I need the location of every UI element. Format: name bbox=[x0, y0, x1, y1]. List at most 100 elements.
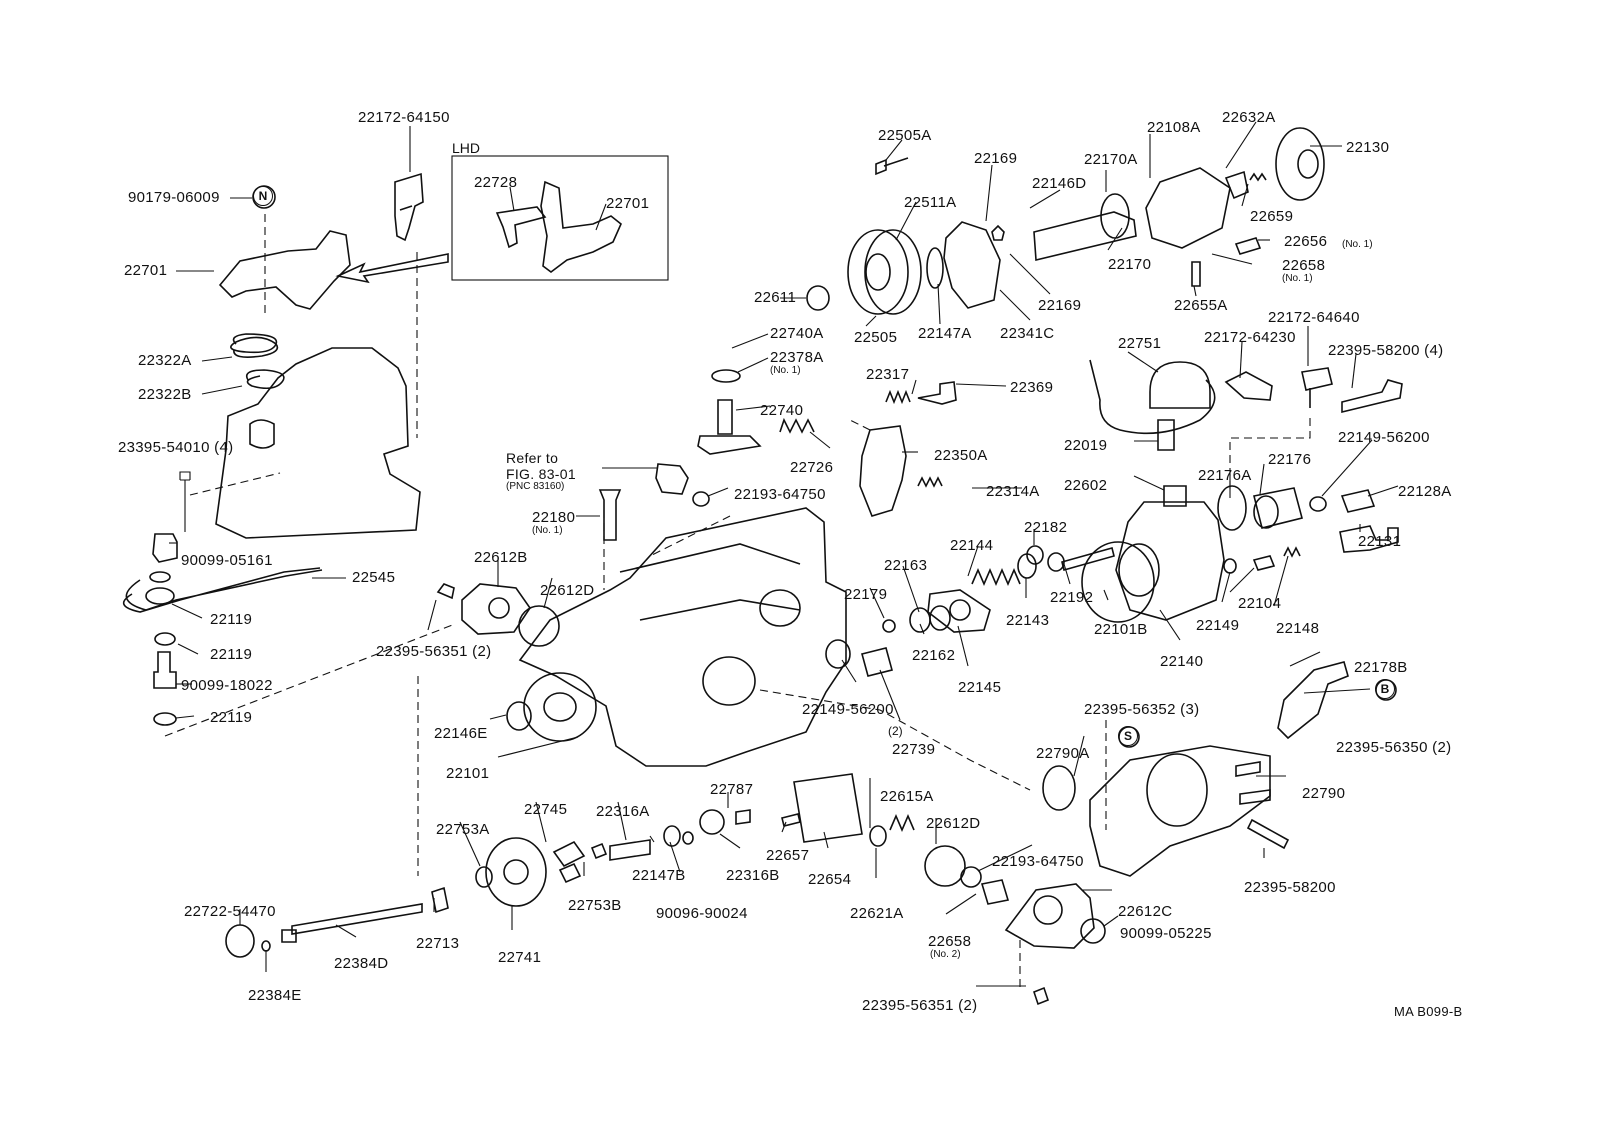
spring-22615A bbox=[889, 813, 915, 833]
washer-22182 bbox=[1026, 545, 1044, 565]
oring-22176A bbox=[1217, 485, 1247, 531]
valve-22180 bbox=[598, 489, 622, 541]
gear-22741 bbox=[485, 837, 547, 907]
part-label-22395-58200-b: 22395-58200 bbox=[1244, 879, 1336, 896]
head-22140 bbox=[1115, 501, 1225, 621]
pin-22656 bbox=[1234, 237, 1262, 255]
spring-22314A bbox=[917, 476, 943, 488]
nut-22611 bbox=[806, 285, 830, 311]
bolt-22104 bbox=[1252, 555, 1276, 571]
lever-22701 bbox=[218, 230, 351, 310]
part-label-22740A: 22740A bbox=[770, 325, 824, 342]
part-sublabel-22180: (No. 1) bbox=[532, 525, 563, 536]
bolt-22505A bbox=[875, 157, 909, 176]
screw-22739 bbox=[861, 647, 893, 677]
sleeve-22654 bbox=[793, 773, 863, 843]
part-label-22146D: 22146D bbox=[1032, 175, 1087, 192]
part-sublabel-22656: (No. 1) bbox=[1342, 239, 1373, 250]
part-label-22658: 22658 bbox=[1282, 257, 1326, 274]
part-label-22384D: 22384D bbox=[334, 955, 389, 972]
part-label-90099-05161: 90099-05161 bbox=[181, 552, 273, 569]
spring-22659 bbox=[1249, 172, 1267, 182]
part-label-22182: 22182 bbox=[1024, 519, 1068, 536]
bolt-22395-58200 bbox=[1341, 379, 1403, 414]
part-label-22144: 22144 bbox=[950, 537, 994, 554]
part-label-22176A: 22176A bbox=[1198, 467, 1252, 484]
nut-90099-05225 bbox=[1080, 918, 1106, 944]
part-label-22169-b: 22169 bbox=[1038, 297, 1082, 314]
part-sublabel-22658: (No. 1) bbox=[1282, 273, 1313, 284]
part-label-22659: 22659 bbox=[1250, 208, 1294, 225]
part-sublabel-22658-b: (No. 2) bbox=[930, 949, 961, 960]
shaft-22316A bbox=[609, 839, 651, 861]
part-label-22545: 22545 bbox=[352, 569, 396, 586]
part-label-22322A: 22322A bbox=[138, 352, 192, 369]
lhd-arrow bbox=[335, 253, 449, 284]
bolt-90099-18022 bbox=[153, 651, 177, 689]
part-label-22395-56351: 22395-56351 (2) bbox=[376, 643, 492, 660]
valve-22176 bbox=[1253, 487, 1303, 529]
part-label-22119-a: 22119 bbox=[210, 611, 253, 628]
pin-22787 bbox=[735, 809, 751, 825]
part-label-22147A: 22147A bbox=[918, 325, 972, 342]
part-label-22615A: 22615A bbox=[880, 788, 934, 805]
part-label-22701: 22701 bbox=[124, 262, 168, 279]
screw-22128A bbox=[1340, 489, 1376, 513]
valve-22602 bbox=[1163, 485, 1187, 507]
bracket-22172-64230 bbox=[1224, 371, 1273, 401]
part-label-22145: 22145 bbox=[958, 679, 1002, 696]
part-label-22378A: 22378A bbox=[770, 349, 824, 366]
switch-22019 bbox=[1157, 419, 1175, 451]
part-label-22722-54470: 22722-54470 bbox=[184, 903, 276, 920]
part-label-22128A: 22128A bbox=[1398, 483, 1452, 500]
washer-22753A bbox=[475, 866, 493, 888]
oring-22790A bbox=[1042, 765, 1076, 811]
solenoid-connector bbox=[655, 463, 689, 495]
part-label-22505: 22505 bbox=[854, 329, 898, 346]
part-label-22753B: 22753B bbox=[568, 897, 622, 914]
part-label-22180: 22180 bbox=[532, 509, 576, 526]
lever-22178B bbox=[1277, 661, 1349, 740]
plate-22145 bbox=[927, 589, 991, 633]
fitting-22131 bbox=[1339, 525, 1399, 553]
part-label-22314A: 22314A bbox=[986, 483, 1040, 500]
part-label-90099-18022: 90099-18022 bbox=[181, 677, 273, 694]
part-label-22148: 22148 bbox=[1276, 620, 1320, 637]
oring-22612D bbox=[518, 605, 560, 647]
part-label-22149-56200: 22149-56200 bbox=[1338, 429, 1430, 446]
part-label-22341C: 22341C bbox=[1000, 325, 1055, 342]
screw-22369 bbox=[917, 381, 957, 405]
valve-22740 bbox=[697, 399, 762, 455]
gear-22130 bbox=[1275, 127, 1325, 201]
seal-22146E bbox=[506, 701, 532, 731]
washer-22753B bbox=[590, 842, 608, 860]
bolt-22395-56351-b bbox=[1033, 986, 1049, 1006]
part-label-22395-56352: 22395-56352 (3) bbox=[1084, 701, 1200, 718]
lhd-inset-box bbox=[451, 155, 669, 281]
part-label-22612D-b: 22612D bbox=[926, 815, 981, 832]
spring-22317 bbox=[885, 389, 911, 405]
part-label-90096-90024: 90096-90024 bbox=[656, 905, 748, 922]
part-label-22178B: 22178B bbox=[1354, 659, 1408, 676]
part-label-22395-56351-b: 22395-56351 (2) bbox=[862, 997, 978, 1014]
part-label-22505A: 22505A bbox=[878, 127, 932, 144]
part-label-22172-64230: 22172-64230 bbox=[1204, 329, 1296, 346]
seal-22147A bbox=[926, 247, 944, 289]
reference-note-line1: Refer to bbox=[506, 450, 559, 466]
sleeve-22316B bbox=[699, 809, 725, 835]
part-label-22316B: 22316B bbox=[726, 867, 780, 884]
part-label-22131: 22131 bbox=[1358, 533, 1402, 550]
part-label-22612D: 22612D bbox=[540, 582, 595, 599]
part-label-22162: 22162 bbox=[912, 647, 956, 664]
washer-22179 bbox=[882, 619, 896, 633]
part-label-22101B: 22101B bbox=[1094, 621, 1148, 638]
gasket-22612B bbox=[461, 583, 531, 635]
pin-22655A bbox=[1191, 261, 1201, 287]
part-label-22130: 22130 bbox=[1346, 139, 1390, 156]
part-label-22140: 22140 bbox=[1160, 653, 1204, 670]
actuator-22790 bbox=[1089, 745, 1271, 877]
oring-22101B bbox=[1081, 541, 1155, 623]
pump-housing-22101 bbox=[518, 507, 847, 767]
reference-note-line2: FIG. 83-01 bbox=[506, 466, 576, 482]
lhd-inset-title: LHD bbox=[452, 140, 481, 156]
